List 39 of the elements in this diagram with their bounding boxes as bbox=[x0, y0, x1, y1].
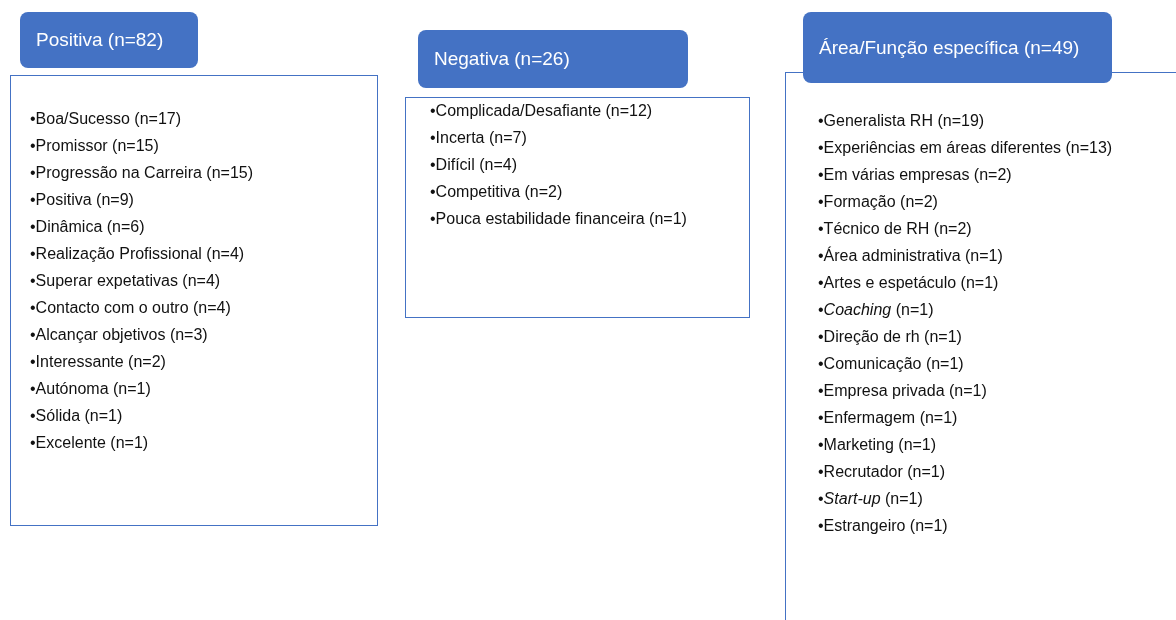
list-item: •Pouca estabilidade financeira (n=1) bbox=[430, 209, 688, 229]
list-item: •Competitiva (n=2) bbox=[430, 182, 564, 202]
list-item: •Excelente (n=1) bbox=[30, 433, 150, 453]
list-item: •Direção de rh (n=1) bbox=[818, 327, 963, 347]
list-item: •Difícil (n=4) bbox=[430, 155, 518, 175]
list-item: •Superar expetativas (n=4) bbox=[30, 271, 222, 291]
list-item: •Em várias empresas (n=2) bbox=[818, 165, 1013, 185]
list-item: •Dinâmica (n=6) bbox=[30, 217, 146, 237]
list-item: •Alcançar objetivos (n=3) bbox=[30, 325, 209, 345]
category-header: Área/Função específica (n=49) bbox=[803, 12, 1112, 83]
list-item: •Start-up (n=1) bbox=[818, 489, 924, 509]
category-header: Positiva (n=82) bbox=[20, 12, 198, 68]
list-item: •Progressão na Carreira (n=15) bbox=[30, 163, 255, 183]
category-header: Negativa (n=26) bbox=[418, 30, 688, 88]
list-item: •Positiva (n=9) bbox=[30, 190, 135, 210]
list-panel bbox=[405, 97, 750, 318]
list-item: •Técnico de RH (n=2) bbox=[818, 219, 973, 239]
list-item: •Generalista RH (n=19) bbox=[818, 111, 986, 131]
list-item: •Experiências em áreas diferentes (n=13) bbox=[818, 138, 1114, 158]
list-item: •Empresa privada (n=1) bbox=[818, 381, 988, 401]
list-item: •Coaching (n=1) bbox=[818, 300, 935, 320]
list-item: •Estrangeiro (n=1) bbox=[818, 516, 949, 536]
list-item: •Formação (n=2) bbox=[818, 192, 939, 212]
list-item: •Incerta (n=7) bbox=[430, 128, 528, 148]
list-item: •Complicada/Desafiante (n=12) bbox=[430, 101, 654, 121]
list-panel bbox=[10, 75, 378, 526]
list-item: •Contacto com o outro (n=4) bbox=[30, 298, 232, 318]
list-item: •Boa/Sucesso (n=17) bbox=[30, 109, 183, 129]
list-item: •Comunicação (n=1) bbox=[818, 354, 965, 374]
list-item: •Artes e espetáculo (n=1) bbox=[818, 273, 1000, 293]
list-item: •Marketing (n=1) bbox=[818, 435, 938, 455]
list-item: •Recrutador (n=1) bbox=[818, 462, 946, 482]
list-item: •Área administrativa (n=1) bbox=[818, 245, 1004, 266]
list-item: •Enfermagem (n=1) bbox=[818, 408, 959, 428]
list-item: •Sólida (n=1) bbox=[30, 406, 124, 426]
list-item: •Autónoma (n=1) bbox=[30, 379, 152, 399]
list-item: •Realização Profissional (n=4) bbox=[30, 244, 246, 264]
list-item: •Promissor (n=15) bbox=[30, 136, 160, 156]
list-item: •Interessante (n=2) bbox=[30, 352, 167, 372]
